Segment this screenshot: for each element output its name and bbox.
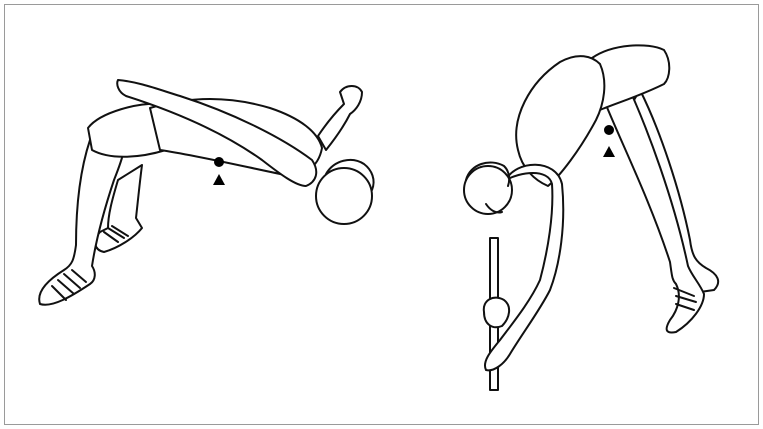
right-athlete [464,45,718,390]
left-athlete-head [316,168,372,224]
right-athlete-hand [484,298,509,328]
left-athlete-raised-arm [318,86,362,150]
left-triangle-marker [213,174,225,185]
left-athlete [39,80,373,305]
right-circle-marker [604,125,614,135]
right-triangle-marker [603,146,615,157]
left-circle-marker [214,157,224,167]
